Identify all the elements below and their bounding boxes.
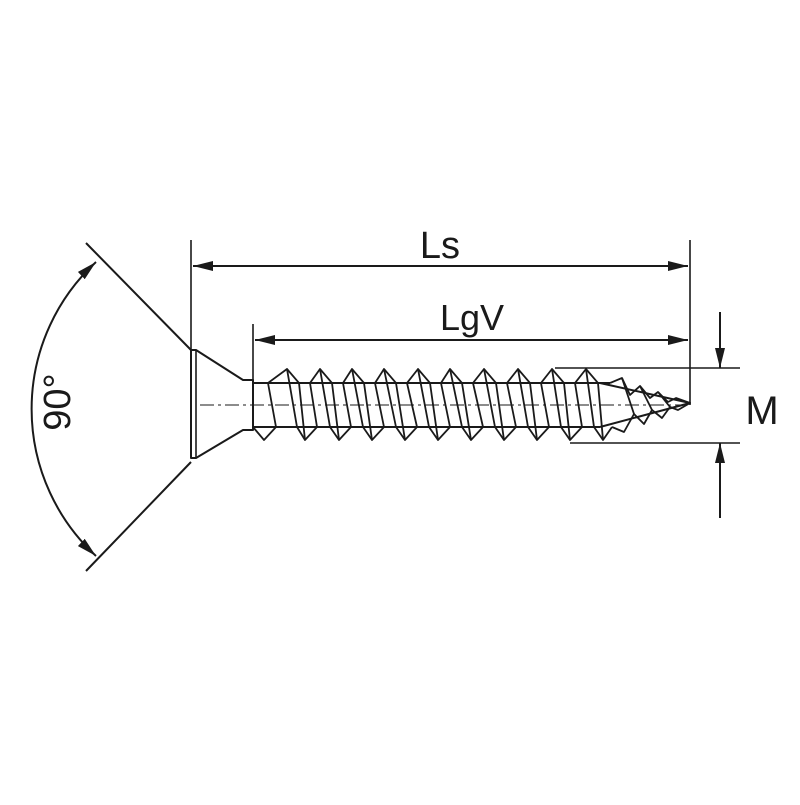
m-dimension bbox=[555, 312, 740, 518]
screw-head bbox=[190, 349, 254, 459]
ls-dimension bbox=[190, 240, 691, 405]
angle-extension-line-top bbox=[85, 242, 192, 351]
m-label: M bbox=[745, 389, 778, 433]
screw-thread bbox=[252, 368, 691, 441]
angle-label: 90° bbox=[37, 373, 79, 430]
angle-extension-line-bottom bbox=[85, 461, 192, 572]
ls-label: Ls bbox=[420, 225, 460, 267]
lgv-label: LgV bbox=[440, 297, 504, 338]
angle-arc bbox=[30, 261, 97, 557]
angle-dimension bbox=[30, 242, 192, 572]
lgv-dimension bbox=[252, 324, 688, 380]
